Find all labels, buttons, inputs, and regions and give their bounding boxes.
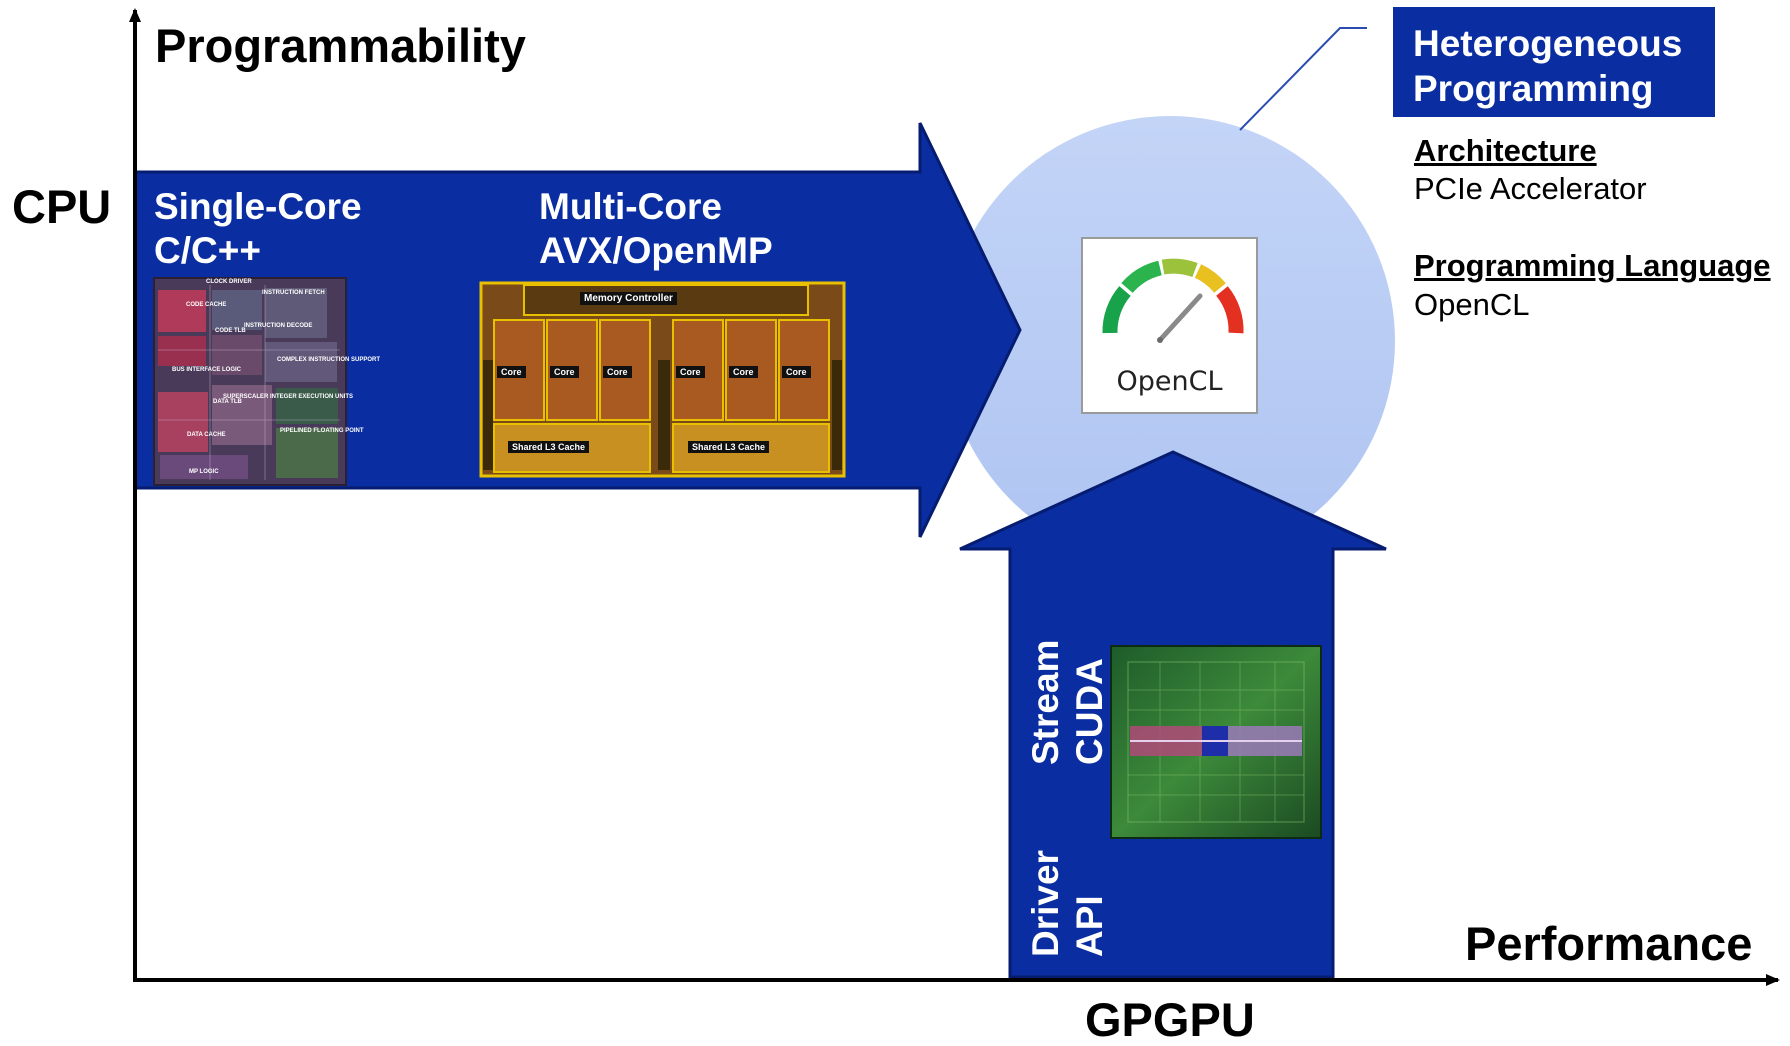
callout-leader-line bbox=[1239, 27, 1367, 131]
die-label: INSTRUCTION FETCH bbox=[262, 290, 325, 296]
die-label: CLOCK DRIVER bbox=[206, 279, 252, 285]
architecture-value: PCIe Accelerator bbox=[1414, 171, 1647, 206]
die-label: BUS INTERFACE LOGIC bbox=[172, 367, 242, 373]
heterogeneous-callout: Heterogeneous Programming bbox=[1393, 7, 1715, 117]
single-core-label: Single-Core C/C++ bbox=[154, 185, 362, 273]
shared-cache-label: Shared L3 Cache bbox=[508, 441, 590, 453]
x-axis-title: Performance bbox=[1465, 917, 1753, 970]
die-label: DATA TLB bbox=[213, 399, 242, 405]
die-label: PIPELINED FLOATING POINT bbox=[280, 428, 364, 434]
gpu-die-image bbox=[1110, 645, 1322, 839]
multi-core-line2: AVX/OpenMP bbox=[539, 230, 773, 271]
single-core-line1: Single-Core bbox=[154, 186, 362, 227]
api-label: API bbox=[1069, 895, 1110, 957]
core-label: Core bbox=[497, 366, 526, 378]
architecture-heading: Architecture bbox=[1414, 133, 1597, 168]
multi-core-line1: Multi-Core bbox=[539, 186, 722, 227]
driver-label: Driver bbox=[1025, 850, 1066, 957]
die-label: CODE CACHE bbox=[186, 302, 227, 308]
die-label: CODE TLB bbox=[215, 328, 246, 334]
callout-line2: Programming bbox=[1413, 68, 1654, 109]
opencl-logo bbox=[1081, 237, 1258, 414]
driver-api-label: Driver API bbox=[1024, 850, 1112, 957]
core-label: Core bbox=[676, 366, 705, 378]
callout-line1: Heterogeneous bbox=[1413, 23, 1683, 64]
stream-cuda-label: Stream CUDA bbox=[1024, 640, 1112, 765]
cuda-label: CUDA bbox=[1069, 658, 1110, 765]
core-label: Core bbox=[782, 366, 811, 378]
die-label: DATA CACHE bbox=[187, 432, 226, 438]
y-axis-title: Programmability bbox=[155, 19, 526, 72]
core-label: Core bbox=[729, 366, 758, 378]
core-label: Core bbox=[550, 366, 579, 378]
shared-cache-label: Shared L3 Cache bbox=[688, 441, 770, 453]
multi-core-label: Multi-Core AVX/OpenMP bbox=[539, 185, 773, 273]
cpu-label: CPU bbox=[12, 180, 112, 233]
single-core-die-image bbox=[153, 277, 347, 486]
language-value: OpenCL bbox=[1414, 287, 1530, 322]
memory-controller-label: Memory Controller bbox=[580, 292, 677, 305]
gpgpu-label: GPGPU bbox=[1085, 993, 1255, 1046]
single-core-line2: C/C++ bbox=[154, 230, 261, 271]
opencl-logo-text: OpenCL bbox=[1116, 366, 1223, 397]
die-label: MP LOGIC bbox=[189, 469, 219, 475]
die-label: INSTRUCTION DECODE bbox=[244, 323, 313, 329]
language-heading: Programming Language bbox=[1414, 248, 1771, 283]
stream-label: Stream bbox=[1025, 639, 1066, 765]
gauge-icon bbox=[1102, 258, 1244, 334]
die-label: COMPLEX INSTRUCTION SUPPORT bbox=[277, 357, 381, 363]
die-label: SUPERSCALER INTEGER EXECUTION UNITS bbox=[223, 394, 354, 400]
core-label: Core bbox=[603, 366, 632, 378]
